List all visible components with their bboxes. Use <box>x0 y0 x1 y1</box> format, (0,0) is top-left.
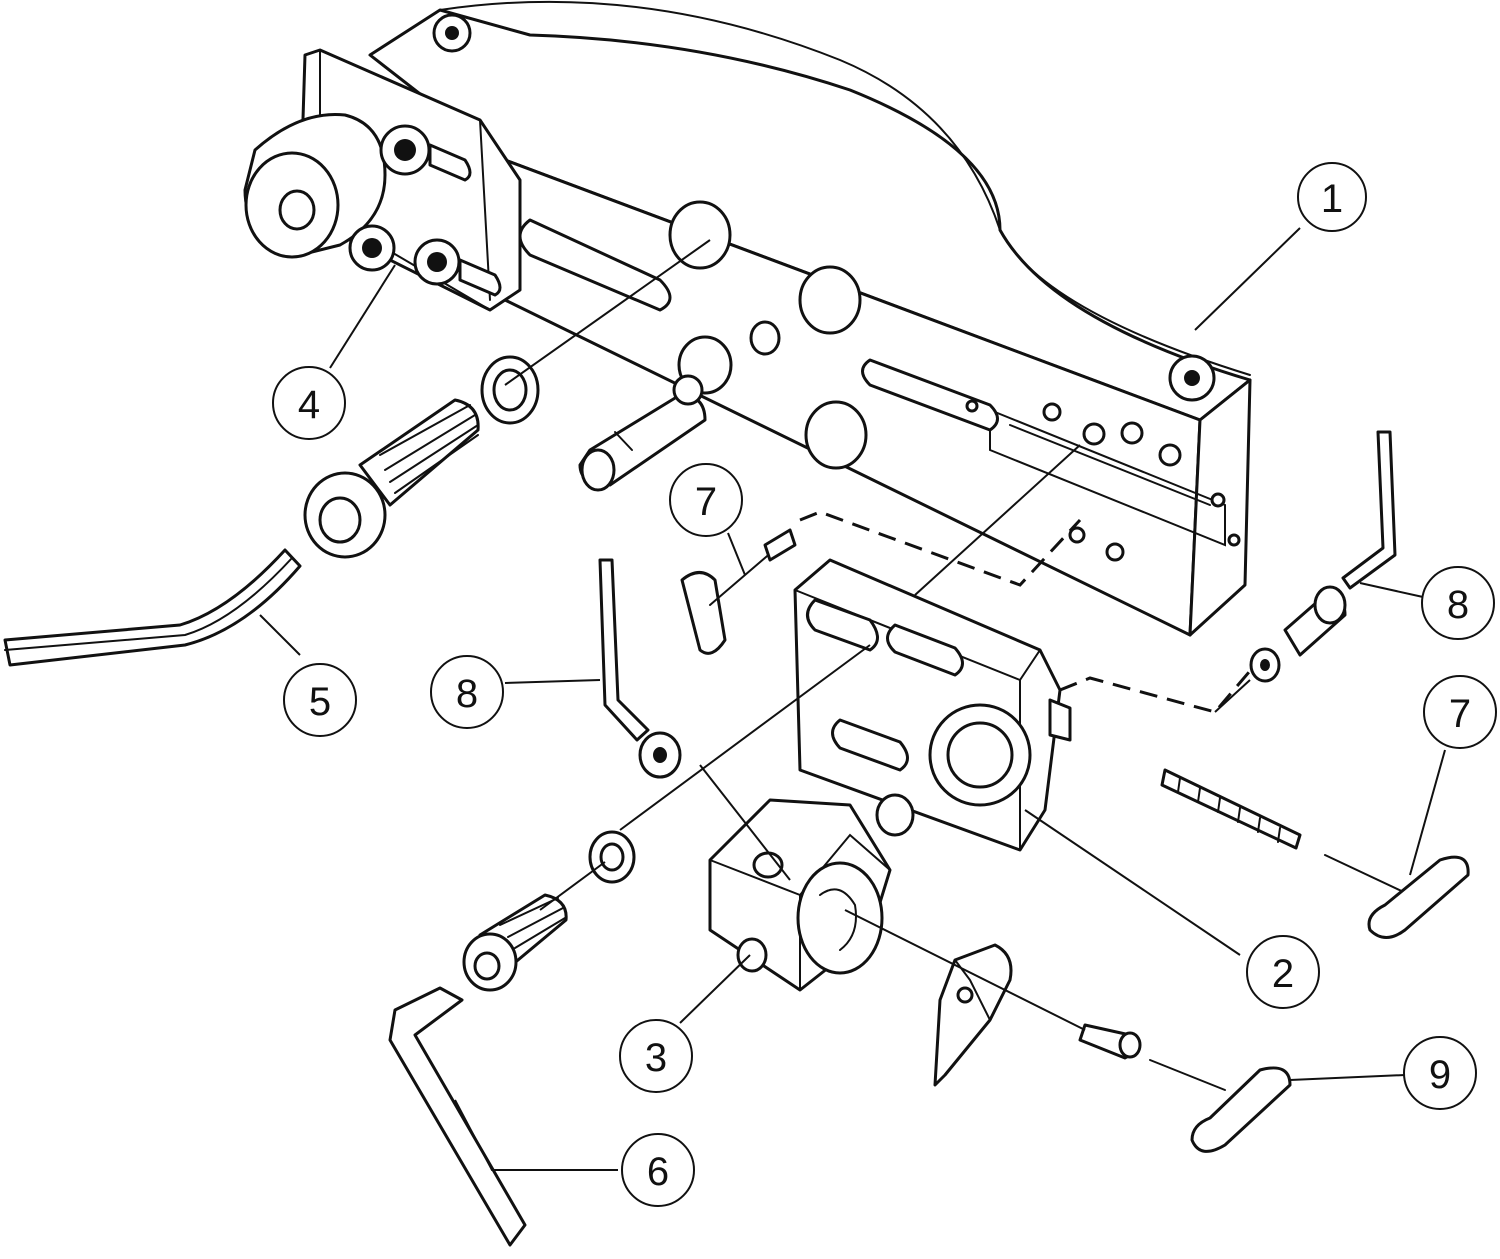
washer-small <box>875 793 915 837</box>
callout-3: 3 <box>619 1019 693 1093</box>
assembly-path-upper <box>799 510 1082 587</box>
callout-4: 4 <box>272 366 346 440</box>
callout-8-right: 8 <box>1421 566 1495 640</box>
callout-9: 9 <box>1403 1036 1477 1110</box>
clamp-block <box>793 558 1072 852</box>
cap-screw-lower-left <box>462 893 568 992</box>
main-holder-body <box>368 0 1252 637</box>
callout-8-right-label: 8 <box>1447 583 1469 627</box>
cross-pin <box>578 374 707 492</box>
callout-2: 2 <box>1246 935 1320 1009</box>
callout-6-label: 6 <box>647 1150 669 1194</box>
hex-key-short-left <box>598 558 650 742</box>
adjustment-block <box>708 798 892 992</box>
assembly-path-lower <box>1059 664 1257 714</box>
insert-screw <box>1078 1023 1142 1060</box>
set-screw <box>638 731 682 779</box>
hex-key-long <box>3 548 302 667</box>
t-handle-key-9 <box>1149 1059 1292 1153</box>
washer-lower-left <box>588 830 636 884</box>
callout-7-lower-label: 7 <box>1449 692 1471 736</box>
callout-7-upper: 7 <box>669 463 743 537</box>
callout-1: 1 <box>1297 162 1367 232</box>
callout-9-label: 9 <box>1429 1053 1451 1097</box>
callout-7-upper-label: 7 <box>695 480 717 524</box>
callout-8-left: 8 <box>430 655 504 729</box>
hex-key-short-right <box>1341 430 1397 590</box>
screw-with-washer-right <box>1249 585 1347 683</box>
cap-screw-set <box>348 124 461 286</box>
threaded-rod <box>1160 768 1302 850</box>
large-screw-with-washer <box>303 355 540 559</box>
callout-5-label: 5 <box>309 680 331 724</box>
callout-6: 6 <box>621 1133 695 1207</box>
leader-lines <box>259 227 1446 1171</box>
callout-2-label: 2 <box>1272 952 1294 996</box>
callout-7-lower: 7 <box>1423 675 1497 749</box>
t-handle-key-upper <box>680 528 797 655</box>
cutting-insert <box>933 943 1013 1087</box>
t-handle-key-lower-right <box>1324 854 1470 939</box>
callout-5: 5 <box>283 663 357 737</box>
hex-key-large-l <box>388 986 527 1247</box>
callout-4-label: 4 <box>298 383 320 427</box>
callout-1-label: 1 <box>1321 177 1343 221</box>
callout-3-label: 3 <box>645 1036 667 1080</box>
callout-8-left-label: 8 <box>456 672 478 716</box>
stop-cylinder <box>243 112 387 259</box>
